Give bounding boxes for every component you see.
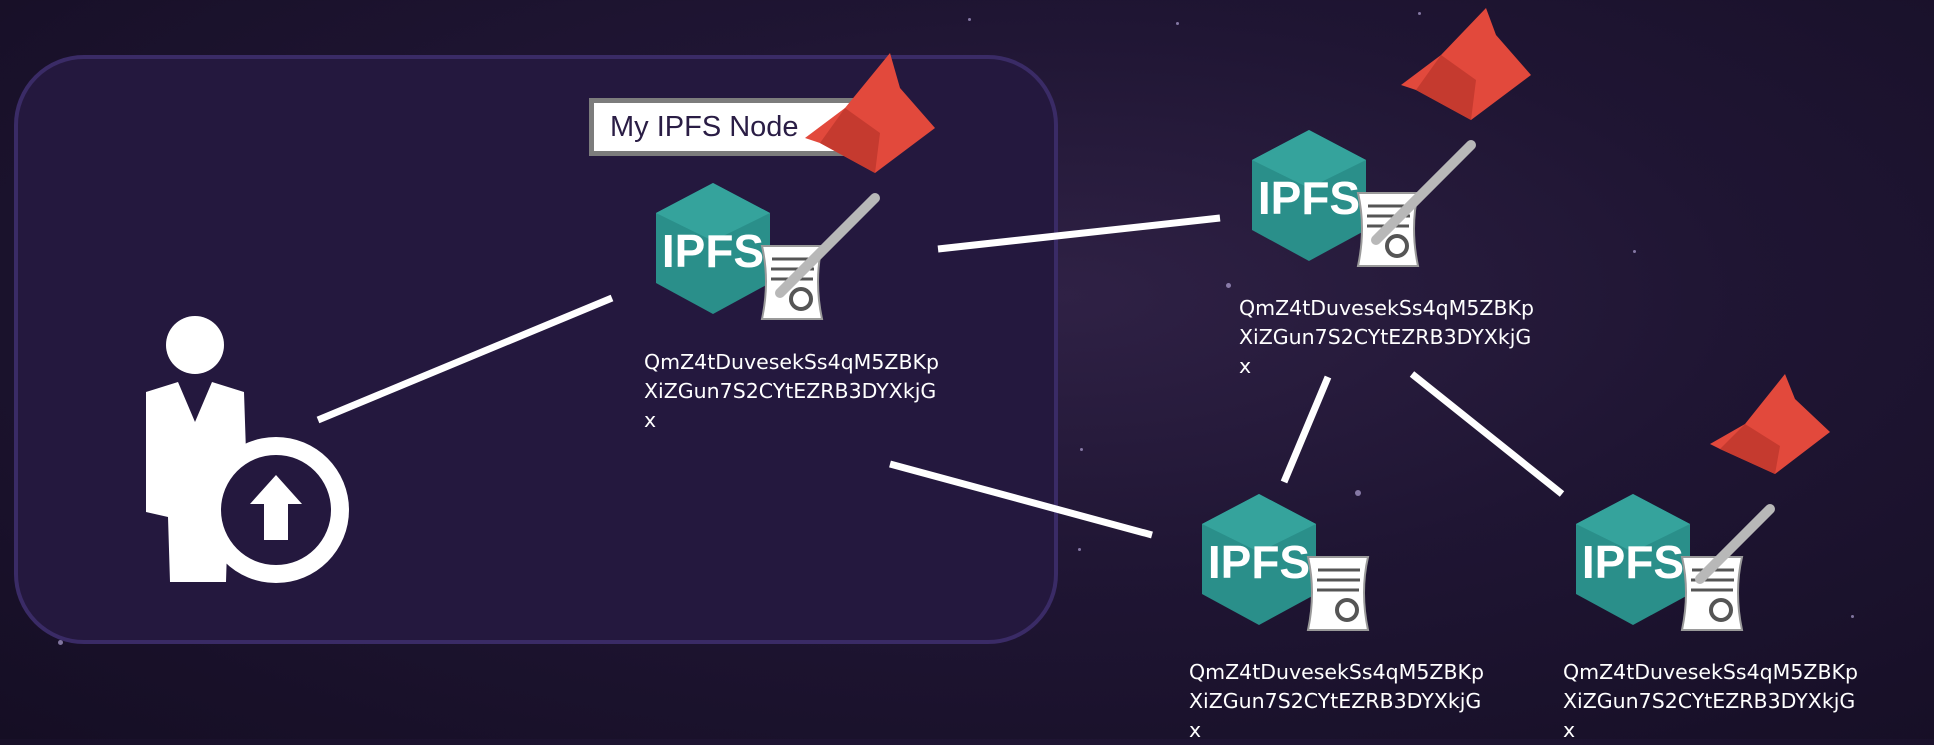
ipfs-hexagon-icon: IPFS [1202,494,1316,625]
user-upload-icon [138,312,353,591]
peer-ipfs-node-c: IPFS QmZ4tDuvesekSs4qM5ZBKp XiZGun7S2CYt… [1563,374,1900,742]
content-id-label: QmZ4tDuvesekSs4qM5ZBKp XiZGun7S2CYtEZRB3… [1239,296,1534,378]
peer-ipfs-node-b: IPFS QmZ4tDuvesekSs4qM5ZBKp XiZGun7S2CYt… [1189,494,1526,742]
ipfs-hexagon-icon: IPFS [1576,494,1690,625]
svg-text:IPFS: IPFS [662,225,764,277]
push-pin-icon [775,53,935,298]
document-scroll-icon [1306,556,1370,631]
content-id-label: QmZ4tDuvesekSs4qM5ZBKp XiZGun7S2CYtEZRB3… [644,350,939,432]
link-user-to-local [316,294,614,424]
link-peer-a-to-peer-c [1409,371,1565,497]
peer-ipfs-node-a: IPFS QmZ4tDuvesekSs4qM5ZBKp XiZGun7S2CYt… [1239,8,1576,378]
ipfs-node-graphic: IPFS [1202,494,1370,631]
push-pin-icon [1371,8,1531,245]
push-pin-icon [1695,374,1830,584]
ipfs-node-graphic: IPFS [1252,8,1531,267]
link-peer-a-to-peer-b [1280,375,1332,484]
svg-text:IPFS: IPFS [1208,536,1310,588]
link-local-to-peer-b [889,460,1153,539]
content-id-label: QmZ4tDuvesekSs4qM5ZBKp XiZGun7S2CYtEZRB3… [1563,660,1858,742]
link-local-to-peer-a [937,214,1221,253]
ipfs-hexagon-icon: IPFS [656,183,770,314]
local-ipfs-node: IPFS QmZ4tDuvesekSs4qM5ZBKp XiZGun7S2CYt… [644,53,980,432]
ipfs-hexagon-icon: IPFS [1252,130,1366,261]
ipfs-node-graphic: IPFS [656,53,935,320]
node-name-label: My IPFS Node [589,98,863,156]
ipfs-node-graphic: IPFS [1576,374,1830,631]
svg-text:IPFS: IPFS [1258,172,1360,224]
svg-text:IPFS: IPFS [1582,536,1684,588]
content-id-label: QmZ4tDuvesekSs4qM5ZBKp XiZGun7S2CYtEZRB3… [1189,660,1484,742]
